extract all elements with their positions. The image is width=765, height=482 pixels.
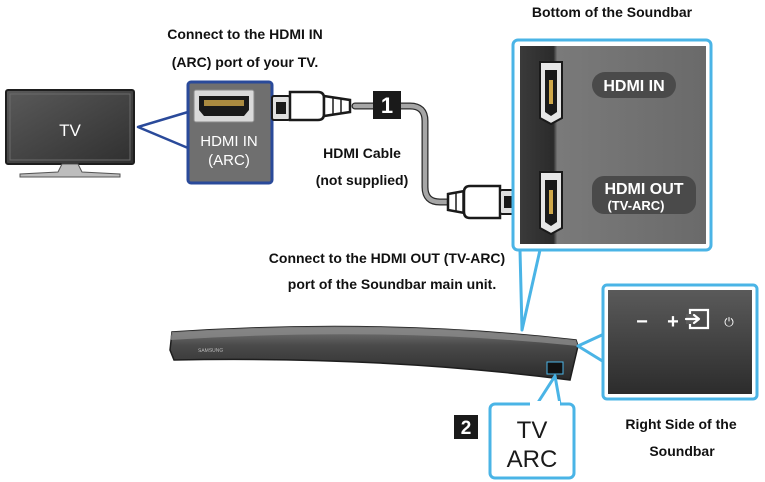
soundbar-tv-arc-indicator (546, 361, 564, 375)
caption-connect-tv-line2: (ARC) port of your TV. (172, 54, 318, 70)
tv-arc-callout-pointer (535, 374, 562, 405)
tv-hdmi-port-box: HDMI IN (ARC) (186, 80, 274, 185)
caption-connect-sb-line1: Connect to the HDMI OUT (TV-ARC) (269, 250, 505, 266)
power-icon: ⏻ (724, 315, 734, 329)
side-panel-minus-button: − (636, 311, 648, 333)
caption-right-side-line1: Right Side of the (625, 416, 736, 432)
tv-port-label-line2: (ARC) (208, 152, 250, 169)
soundbar-hdmi-in-label: HDMI IN (603, 78, 664, 95)
caption-right-side-line2: Soundbar (649, 443, 715, 459)
caption-connect-tv-line1: Connect to the HDMI IN (167, 26, 323, 42)
tv-arc-callout-line2: ARC (507, 446, 558, 473)
hdmi-cable (271, 90, 519, 220)
soundbar-hdmi-out-label-line1: HDMI OUT (604, 181, 683, 198)
tv-illustration: TV (5, 89, 135, 178)
soundbar-bottom-panel: HDMI IN HDMI OUT (TV-ARC) (511, 38, 713, 252)
tv-port-label-line1: HDMI IN (200, 133, 258, 150)
tv-arc-callout-box: TV ARC (488, 401, 576, 480)
step-1-badge: 1 (373, 91, 401, 119)
soundbar-main-unit: SAMSUNG (169, 325, 579, 381)
tv-arc-callout-line1: TV (517, 417, 548, 444)
side-panel-plus-button: + (667, 311, 679, 333)
soundbar-side-panel: − + ⏻ (601, 283, 759, 401)
caption-cable-line1: HDMI Cable (323, 145, 401, 161)
bottom-panel-callout-pointer (518, 249, 542, 332)
caption-connect-sb-line2: port of the Soundbar main unit. (288, 276, 496, 292)
side-panel-callout-pointer (576, 332, 606, 364)
caption-cable-line2: (not supplied) (316, 172, 409, 188)
soundbar-hdmi-in-port (539, 61, 563, 126)
step-2-badge: 2 (454, 415, 478, 439)
caption-bottom-of-soundbar: Bottom of the Soundbar (532, 4, 693, 20)
soundbar-hdmi-out-port (539, 171, 563, 236)
soundbar-brand: SAMSUNG (198, 348, 223, 354)
input-source-icon (684, 308, 710, 330)
tv-label: TV (59, 121, 81, 140)
step-2-number: 2 (461, 418, 472, 439)
step-1-number: 1 (381, 93, 393, 118)
tv-port-callout-pointer (136, 110, 190, 150)
soundbar-hdmi-out-label-line2: (TV-ARC) (607, 198, 664, 213)
